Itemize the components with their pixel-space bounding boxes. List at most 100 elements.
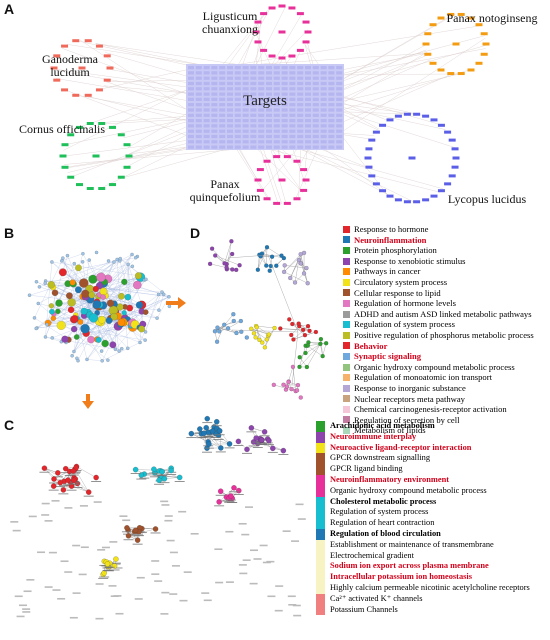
- herb-node: [263, 197, 271, 201]
- network-node: [167, 295, 171, 299]
- legend-d-item: Nuclear receptors meta pathway: [343, 394, 548, 405]
- network-node: [138, 325, 145, 333]
- target-node: [250, 92, 257, 96]
- legend-d-label: Regulation of system process: [354, 319, 455, 330]
- target-node: [195, 134, 202, 139]
- network-node: [106, 299, 115, 307]
- target-node: [219, 134, 226, 139]
- legend-c-label: Regulation of heart contraction: [330, 518, 435, 528]
- legend-swatch: [316, 431, 325, 443]
- legend-d-item: Regulation of secretion by cell: [343, 415, 548, 426]
- herb-label: Cornus officinalis: [19, 122, 105, 136]
- target-node: [320, 129, 327, 133]
- target-node: [188, 124, 194, 128]
- herb-node: [368, 174, 376, 178]
- network-node: [297, 364, 302, 369]
- edge-line: [62, 257, 136, 273]
- target-node: [312, 81, 319, 86]
- network-node: [126, 262, 130, 267]
- target-node: [211, 124, 218, 128]
- target-node: [297, 119, 304, 123]
- target-node: [336, 71, 343, 75]
- herb-node: [386, 118, 394, 122]
- target-node: [203, 119, 210, 123]
- legend-d-label: Chemical carcinogenesis-receptor activat…: [354, 404, 507, 415]
- target-node: [250, 66, 257, 70]
- edge-line: [76, 466, 97, 478]
- legend-c-label: Arachidonic acid metabolism: [330, 421, 435, 430]
- network-node: [234, 267, 239, 272]
- edge-line: [256, 325, 275, 329]
- target-node: [297, 103, 304, 107]
- target-node: [242, 87, 249, 91]
- herb-node: [413, 200, 421, 204]
- target-node: [266, 71, 272, 75]
- legend-swatch: [343, 405, 350, 413]
- herb-node: [365, 165, 373, 169]
- target-node: [328, 119, 335, 123]
- legend-d-label: Behavior: [354, 340, 388, 351]
- network-node: [210, 246, 215, 251]
- network-node: [231, 312, 236, 317]
- legend-swatch: [316, 474, 325, 497]
- target-node: [320, 140, 327, 144]
- target-node: [305, 81, 311, 86]
- edge-line: [129, 307, 143, 325]
- network-node: [226, 441, 233, 447]
- herb-node: [53, 54, 61, 58]
- herb-label: chuanxiong: [202, 22, 258, 36]
- herb-node: [304, 30, 312, 34]
- edge-line: [217, 327, 237, 334]
- target-node: [227, 97, 233, 101]
- legend-swatch: [343, 363, 350, 371]
- network-node: [167, 304, 172, 309]
- herb-node: [437, 16, 445, 20]
- network-node: [305, 343, 310, 348]
- network-node: [60, 259, 64, 263]
- network-node: [100, 359, 104, 363]
- target-node: [281, 108, 288, 112]
- network-node: [301, 271, 307, 276]
- target-node: [188, 129, 194, 133]
- legend-c-label: GPCR ligand binding: [330, 464, 403, 474]
- target-node: [211, 119, 218, 123]
- target-node: [242, 97, 249, 101]
- edge-line: [269, 256, 273, 271]
- legend-c-label: Sodium ion export across plasma membrane: [330, 561, 489, 571]
- network-node: [176, 474, 183, 481]
- network-node: [130, 264, 135, 269]
- target-node: [195, 71, 202, 75]
- network-node: [269, 254, 275, 259]
- legend-swatch: [316, 593, 325, 616]
- network-node: [57, 479, 63, 486]
- target-node: [336, 119, 343, 123]
- target-node: [211, 92, 218, 96]
- network-node: [274, 263, 279, 268]
- target-node: [281, 76, 288, 80]
- target-node: [250, 108, 257, 112]
- target-node: [297, 87, 304, 91]
- legend-c-label: Neuroimmune interplay: [330, 431, 417, 441]
- target-node: [188, 140, 194, 144]
- legend-swatch: [343, 246, 350, 254]
- target-node: [336, 134, 343, 139]
- herb-node: [296, 48, 304, 52]
- target-node: [266, 97, 272, 101]
- herb-node: [283, 201, 291, 205]
- target-node: [312, 71, 319, 75]
- target-node: [258, 92, 265, 96]
- legend-d-item: Protein phosphorylation: [343, 245, 548, 256]
- target-node: [211, 113, 218, 117]
- edge-line: [306, 343, 321, 368]
- network-node: [236, 487, 242, 494]
- legend-swatch: [316, 539, 325, 594]
- herb-node: [447, 72, 455, 76]
- network-node: [36, 301, 40, 306]
- target-node: [234, 92, 241, 96]
- network-node: [237, 263, 242, 268]
- target-node: [227, 76, 233, 80]
- herb-node: [296, 12, 304, 16]
- target-node: [266, 113, 272, 117]
